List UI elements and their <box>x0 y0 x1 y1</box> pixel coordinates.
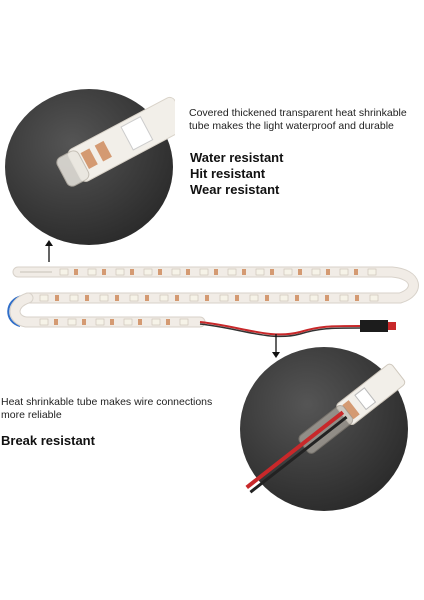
top-caption: Covered thickened transparent heat shrin… <box>189 107 419 133</box>
feature-hit-resistant: Hit resistant <box>190 166 266 181</box>
led-strip-photo <box>7 266 419 338</box>
bottom-magnifier-photo <box>240 347 408 511</box>
feature-water-resistant: Water resistant <box>190 150 284 165</box>
bottom-caption-line2: more reliable <box>1 409 62 421</box>
top-caption-line2: tube makes the light waterproof and dura… <box>189 120 394 132</box>
arrow-up-icon <box>45 240 53 262</box>
arrow-down-icon <box>272 334 280 358</box>
feature-break-resistant: Break resistant <box>1 433 95 448</box>
feature-wear-resistant: Wear resistant <box>190 182 280 197</box>
top-caption-line1: Covered thickened transparent heat shrin… <box>189 107 407 119</box>
top-magnifier-photo <box>5 89 175 245</box>
top-feature-list: Water resistant Hit resistant Wear resis… <box>190 150 283 198</box>
bottom-caption: Heat shrinkable tube makes wire connecti… <box>1 396 236 422</box>
bottom-caption-line1: Heat shrinkable tube makes wire connecti… <box>1 396 213 408</box>
